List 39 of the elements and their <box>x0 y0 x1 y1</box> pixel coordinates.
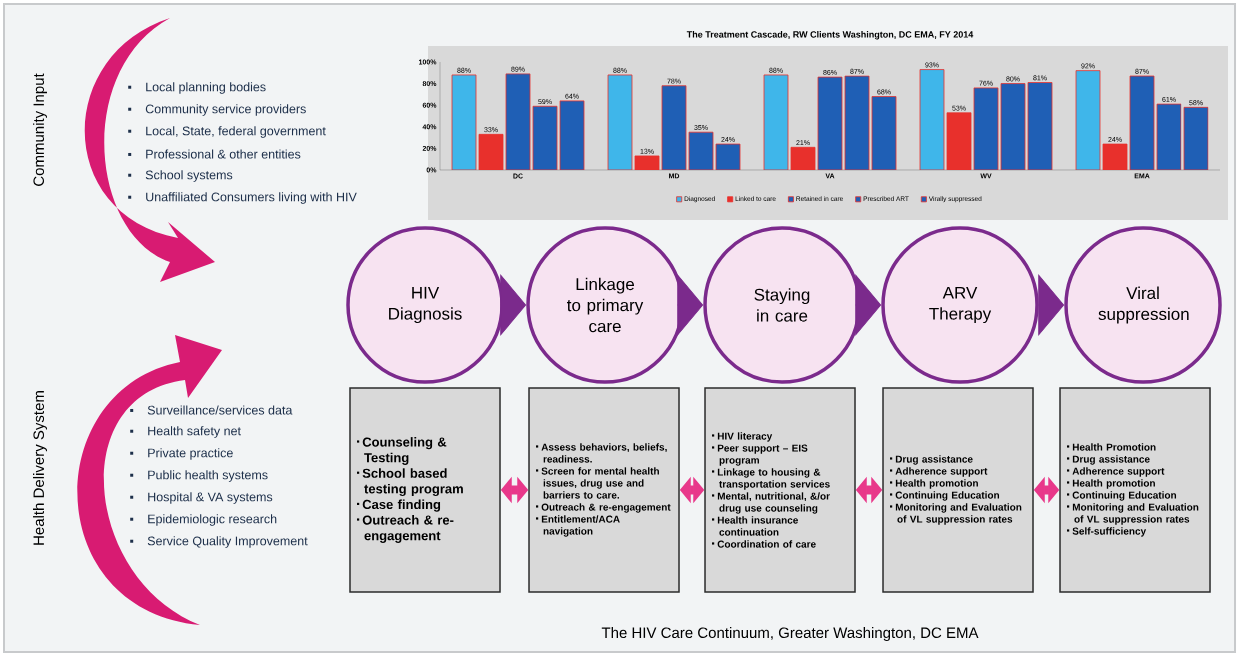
list-item: Health safety net <box>130 426 241 438</box>
list-item: Local, State, federal government <box>128 126 326 138</box>
bar <box>817 76 843 170</box>
list-item: Local planning bodies <box>128 82 266 94</box>
caption: The HIV Care Continuum, Greater Washington, DC EMA <box>601 627 979 641</box>
list-item: Epidemiologic research <box>130 514 277 526</box>
activity-box: HIV literacy Peer support – EIS program Linkage to housing & transportation services Mental, nutritional, &/or drug use counseling Health insurance continuation Coordination of care <box>704 387 856 593</box>
activity-box: Assess behaviors, beliefs, readiness. Screen for mental health issues, drug use and barriers to care. Outreach & re-engagement Entitlement/ACA navigation <box>528 387 680 593</box>
chevron-arrow <box>500 274 527 336</box>
list-item: Community service providers <box>128 104 306 116</box>
bar <box>661 85 687 170</box>
bar <box>1000 83 1026 170</box>
bar <box>871 96 897 170</box>
list-item: Surveillance/services data <box>130 405 293 415</box>
chevron-arrow <box>855 274 882 336</box>
bar <box>1129 75 1155 170</box>
activity-box: Health Promotion Drug assistance Adherence support Health promotion Continuing Education Monitoring and Evaluation of VL suppression rates Self-sufficiency <box>1059 387 1211 593</box>
bar <box>451 74 477 170</box>
list-item: School systems <box>128 170 233 182</box>
chart-title: The Treatment Cascade, RW Clients Washington, DC EMA, FY 2014 <box>686 31 974 40</box>
activity-box: Drug assistance Adherence support Health promotion Continuing Education Monitoring and Evaluation of VL suppression rates <box>882 387 1034 593</box>
list-item: Private practice <box>130 448 233 460</box>
chevron-arrow <box>677 274 704 336</box>
side-heading: Health Delivery System <box>33 391 47 545</box>
bar <box>1027 82 1053 170</box>
list-item: Public health systems <box>130 470 268 482</box>
list-item: Hospital & VA systems <box>130 492 273 504</box>
bar <box>763 74 789 170</box>
activity-box: Counseling & Testing School based testing program Case finding Outreach & re-engagement <box>349 387 501 593</box>
bar <box>505 73 531 170</box>
bar <box>607 74 633 170</box>
list-item: Service Quality Improvement <box>130 536 308 548</box>
bar <box>919 69 945 170</box>
bar <box>1075 70 1101 170</box>
list-item: Unaffiliated Consumers living with HIV <box>128 192 357 204</box>
side-heading: Community Input <box>33 73 47 186</box>
chevron-arrow <box>1038 274 1065 336</box>
list-item: Professional & other entities <box>128 149 301 159</box>
bar <box>844 75 870 170</box>
